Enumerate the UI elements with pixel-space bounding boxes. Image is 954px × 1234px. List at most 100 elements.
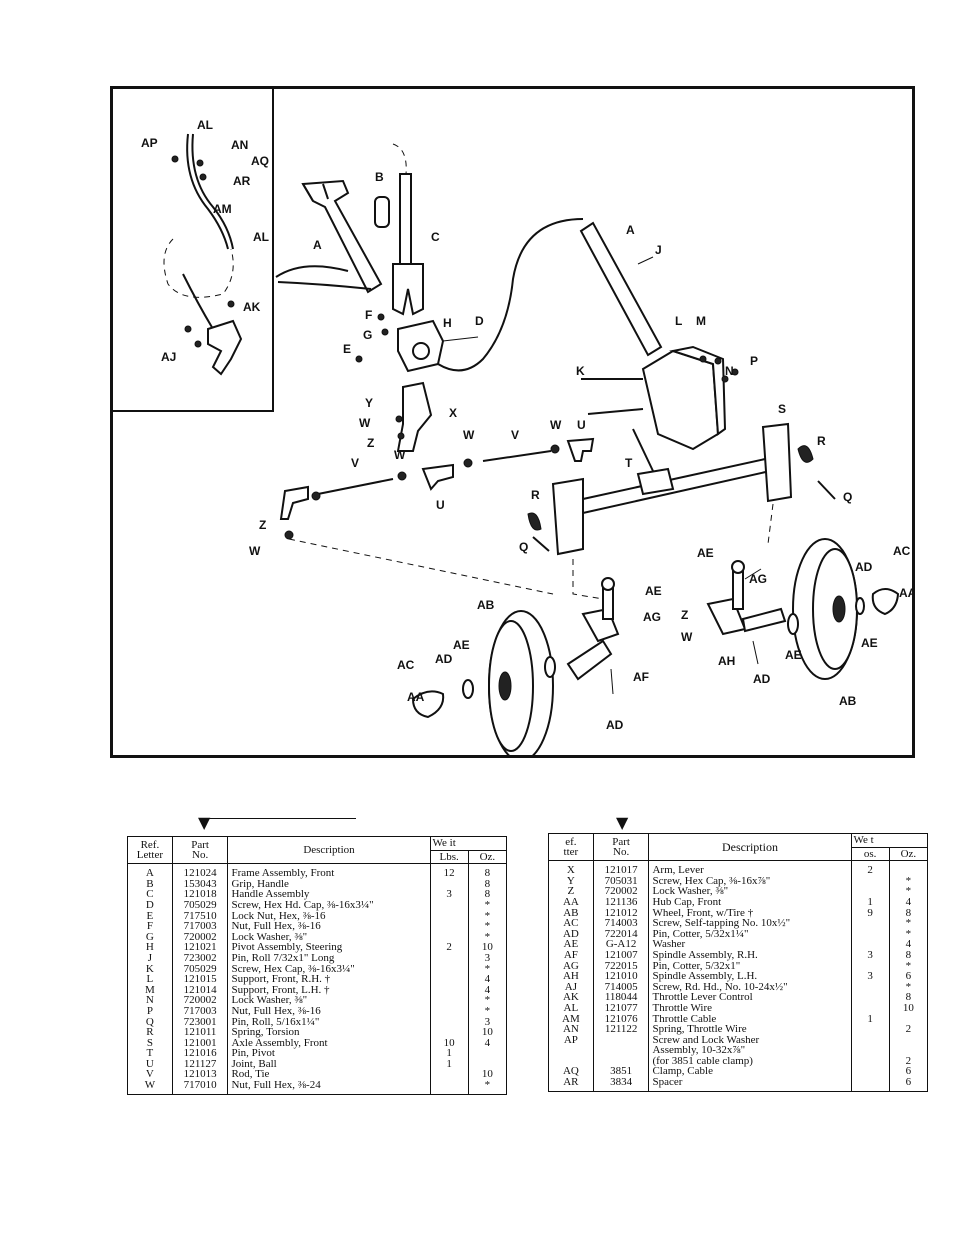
- diagram-label: AD: [435, 652, 453, 666]
- weight-oz-cell: 4: [467, 1037, 508, 1049]
- ref-cell: V: [127, 1069, 173, 1081]
- part-number-cell: [593, 1035, 649, 1046]
- frame-tube-part: [579, 221, 663, 357]
- part-number-cell: 723001: [183, 1015, 217, 1028]
- ref-cell: J: [127, 953, 173, 964]
- column-header-weight: We t: [850, 833, 929, 848]
- diagram-label: AD: [855, 560, 873, 574]
- diagram-label: AD: [753, 672, 771, 686]
- description-cell: Hub Cap, Front: [648, 897, 852, 908]
- part-number-cell: 717510: [183, 909, 217, 922]
- weight-oz-cell: *: [467, 921, 508, 932]
- part-number-cell: 121077: [604, 1001, 638, 1014]
- ref-cell: AH: [548, 971, 594, 982]
- weight-lbs-cell: [850, 981, 890, 993]
- ref-cell: Y: [548, 875, 594, 887]
- diagram-label: G: [363, 328, 372, 342]
- weight-oz-cell: 10: [888, 1003, 929, 1014]
- weight-oz-cell: [888, 1045, 929, 1056]
- tie-rod-parts: [279, 437, 595, 540]
- part-number-cell: 720002: [183, 930, 217, 943]
- divider: [206, 818, 356, 819]
- weight-oz-cell: 6: [888, 971, 929, 982]
- front-support-parts: [581, 345, 739, 451]
- diagram-label: AJ: [161, 350, 176, 364]
- diagram-label: Q: [519, 540, 528, 554]
- diagram-label: AL: [197, 118, 213, 132]
- part-number-cell: 121136: [604, 895, 638, 908]
- part-number-cell: 720002: [183, 994, 217, 1007]
- part-number-cell: 717003: [183, 1004, 217, 1017]
- weight-lbs-cell: [850, 1024, 890, 1035]
- weight-lbs-cell: [850, 1002, 890, 1014]
- part-number-cell: 714005: [604, 980, 638, 993]
- diagram-label: W: [463, 428, 475, 442]
- ref-cell: A: [127, 863, 173, 879]
- ref-cell: AE: [548, 939, 594, 950]
- diagram-label: AF: [633, 670, 649, 684]
- diagram-label: R: [531, 488, 540, 502]
- weight-oz-cell: *: [888, 875, 929, 887]
- diagram-svg: AL AP AN AQ AR AM AL AK AJ A B C F G E H…: [113, 89, 912, 755]
- part-number-cell: 720002: [604, 885, 638, 898]
- diagram-label: W: [359, 416, 371, 430]
- weight-oz-cell: 8: [467, 863, 508, 879]
- weight-oz-cell: 3: [467, 1016, 508, 1028]
- diagram-label: X: [449, 406, 457, 420]
- diagram-label: Y: [365, 396, 373, 410]
- part-number-cell: 121015: [183, 973, 217, 986]
- diagram-label: V: [351, 456, 359, 470]
- ref-cell: AA: [548, 897, 594, 908]
- weight-lbs-cell: [429, 1005, 469, 1017]
- column-header-part: Part No.: [171, 835, 229, 865]
- assembly-guide-line: [767, 503, 774, 545]
- column-header-lbs: os.: [850, 846, 890, 862]
- ref-cell: D: [127, 900, 173, 911]
- diagram-label: AE: [785, 648, 802, 662]
- description-cell: Screw, Hex Hd. Cap, ⅜-16x3¼": [227, 900, 431, 911]
- weight-lbs-cell: [850, 1034, 890, 1046]
- diagram-label: Z: [681, 608, 688, 622]
- ref-cell: Z: [548, 886, 594, 897]
- ref-cell: T: [127, 1048, 173, 1059]
- diagram-label: A: [313, 238, 322, 252]
- parts-list-table-left: Ref. Letter Part No. Description We it L…: [127, 835, 508, 1095]
- diagram-label: W: [394, 448, 406, 462]
- diagram-label: AD: [606, 718, 624, 732]
- axle-assembly-front-part: [527, 422, 836, 556]
- part-number-cell: 121127: [183, 1057, 217, 1070]
- weight-oz-cell: *: [467, 963, 508, 975]
- weight-lbs-cell: 1: [850, 1013, 890, 1025]
- weight-oz-cell: 2: [888, 1056, 929, 1067]
- weight-oz-cell: [467, 1048, 508, 1059]
- spindle-assembly-rh-part: [566, 577, 620, 695]
- diagram-label: AN: [231, 138, 248, 152]
- ref-cell: R: [127, 1027, 173, 1038]
- weight-oz-cell: 8: [888, 950, 929, 961]
- ref-cell: AP: [548, 1034, 594, 1046]
- description-cell: Spacer: [648, 1077, 852, 1092]
- ref-cell: AD: [548, 928, 594, 940]
- ref-cell: K: [127, 963, 173, 975]
- weight-oz-cell: [888, 1013, 929, 1025]
- part-number-cell: G-A12: [605, 938, 637, 951]
- ref-cell: AF: [548, 950, 594, 961]
- diagram-label: AH: [718, 654, 735, 668]
- weight-lbs-cell: [429, 1080, 469, 1095]
- description-cell: Nut, Full Hex, ⅜-24: [227, 1080, 431, 1095]
- diagram-label: AB: [839, 694, 857, 708]
- diagram-label: AA: [899, 586, 912, 600]
